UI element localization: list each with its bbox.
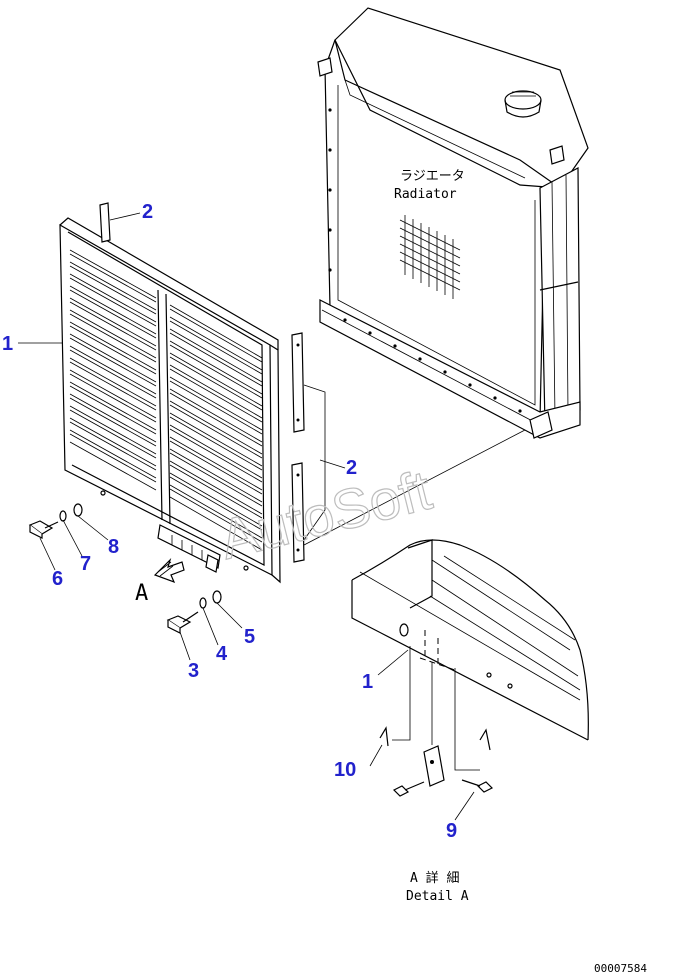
detail-label-jp: A 詳 細	[410, 870, 459, 886]
grille-louvers-left	[69, 249, 157, 491]
bolt-upper-assembly	[28, 503, 83, 539]
radiator-label-jp: ラジエータ	[400, 169, 465, 184]
callout-washer-upper: 7	[80, 553, 91, 575]
callout-bracket-side: 2	[346, 457, 357, 479]
radiator-label-en: Radiator	[394, 187, 457, 202]
grille-louvers-right	[169, 304, 263, 551]
callout-bracket-top: 2	[142, 201, 153, 223]
callout-bolt-detail: 9	[446, 820, 457, 842]
mounting-brackets	[291, 332, 526, 563]
grille-top-tab	[99, 202, 111, 243]
radiator-grille	[59, 202, 281, 584]
grille-latch	[157, 524, 221, 569]
callout-washer-flat-upper: 8	[108, 536, 119, 558]
callout-grille-main: 1	[2, 333, 13, 355]
detail-label-en: Detail A	[406, 889, 469, 904]
radiator-assembly: ラジエータ Radiator	[317, 7, 589, 439]
rail-bolt-holes	[328, 108, 522, 413]
callout-bolt-lower: 3	[188, 660, 199, 682]
callout-leaders	[18, 212, 475, 821]
callout-bolt-upper: 6	[52, 568, 63, 590]
callout-washer-lower: 4	[216, 643, 228, 665]
view-marker-a: A	[135, 581, 148, 606]
view-arrow	[153, 557, 185, 584]
callout-grille-detail: 1	[362, 671, 373, 693]
detail-a-view	[351, 539, 589, 797]
callout-washer-flat-lower: 5	[244, 626, 255, 648]
bolt-lower-assembly	[166, 590, 222, 634]
radiator-core-mesh	[399, 215, 461, 299]
callout-pin-detail: 10	[334, 759, 356, 781]
document-number: 00007584	[594, 962, 647, 975]
